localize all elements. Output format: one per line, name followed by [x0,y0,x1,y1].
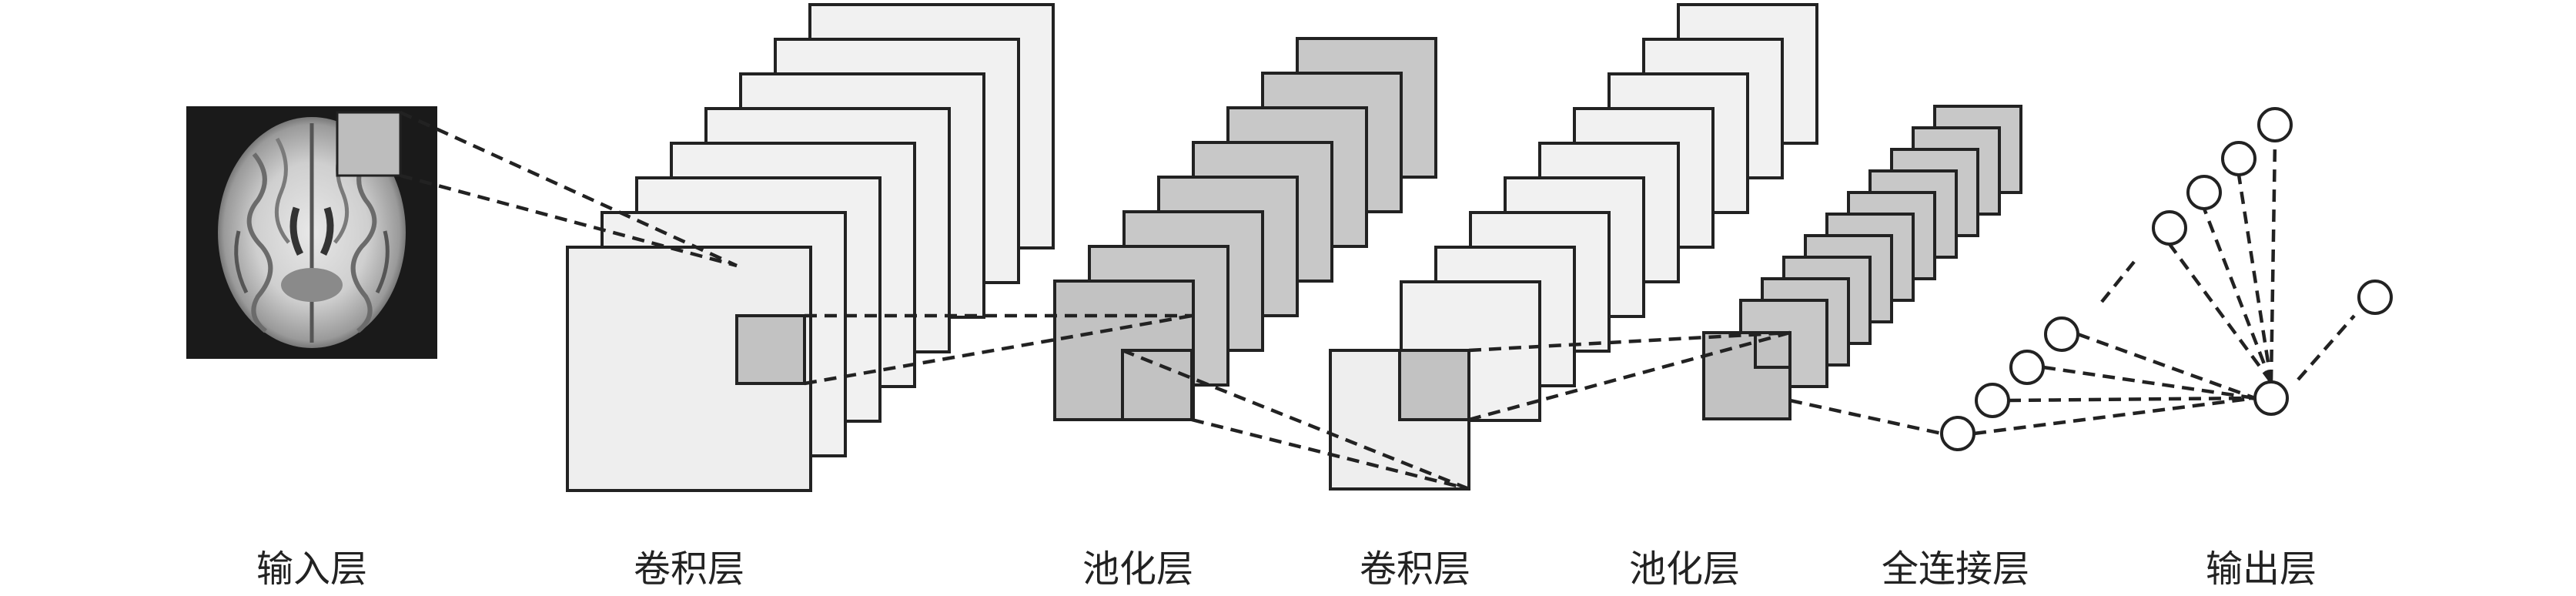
dashed-connector [1122,348,1470,491]
output-neuron-node [2253,380,2289,416]
output-layer: 输出层 [2152,107,2393,591]
dashed-connector [2236,174,2273,383]
fc-neuron-node [2044,316,2079,352]
pool1-label: 池化层 [1082,547,1193,591]
input-layer-label: 输入层 [256,547,367,591]
output-neuron-node [2152,210,2187,246]
pool-layer-1: 池化层 [1053,37,1437,591]
dashed-connector [400,110,738,268]
dashed-connector [2042,365,2256,400]
dashed-connector [1789,398,1942,436]
dashed-connector [2202,208,2273,383]
conv1-label: 卷积层 [634,547,744,591]
fc-neuron-node [2009,350,2045,385]
dashed-connector [2168,243,2273,383]
fc-label: 全连接层 [1882,547,2029,591]
dashed-connector [400,173,738,268]
pool1-receptive-patch [1121,349,1193,421]
connection-lines [400,110,2356,491]
pool2-receptive-patch [1754,331,1791,369]
input-receptive-patch [336,111,402,177]
dashed-connector [2077,332,2256,400]
dashed-connector [2269,140,2277,383]
dashed-connector [804,313,1193,386]
ellipsis-dots [2100,260,2136,303]
dashed-connector [1468,330,1791,422]
output-label: 输出层 [2206,547,2317,591]
conv2-label: 卷积层 [1360,547,1470,591]
output-neuron-node [2221,141,2257,176]
dashed-connector [1191,417,1470,491]
conv1-receptive-patch [735,314,806,385]
pool2-label: 池化层 [1629,547,1740,591]
pool-layer-2: 池化层 [1629,105,2022,591]
output-neuron-node [2257,107,2293,142]
dashed-connector [2008,396,2256,403]
input-layer: 输入层 [186,106,437,591]
fc-neuron-node [1940,416,1975,451]
dashed-connector [1468,330,1791,353]
dashed-connector [1973,396,2256,436]
output-neuron-node [2357,280,2393,315]
conv-layer-1: 卷积层 [566,3,1055,591]
conv2-receptive-patch [1398,349,1470,421]
fc-neuron-node [1975,383,2010,418]
ellipsis-dots [2297,314,2356,381]
output-neuron-node [2186,175,2222,210]
fully-connected-layer: 全连接层 [1882,316,2079,591]
